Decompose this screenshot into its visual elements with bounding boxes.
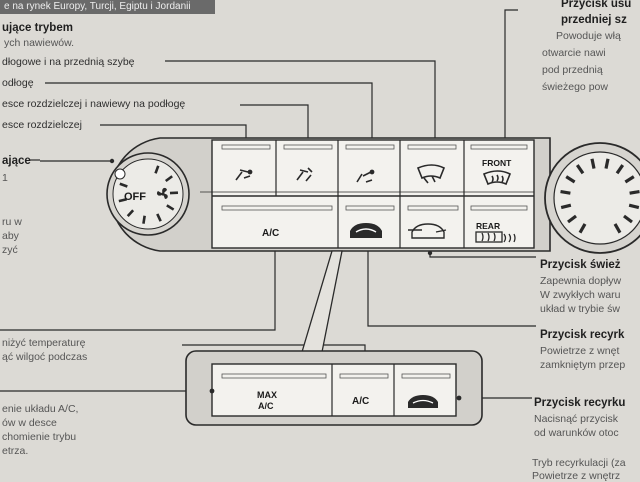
max-ac-label-line2[interactable]: A/C — [258, 401, 274, 411]
knob-tick — [630, 192, 640, 194]
inset-pointer — [302, 251, 342, 352]
knob-tick — [592, 159, 594, 169]
inset-ac-label[interactable]: A/C — [352, 396, 369, 407]
knob-tick — [561, 192, 571, 194]
front-label: FRONT — [482, 158, 512, 168]
max-ac-label-line1[interactable]: MAX — [257, 390, 277, 400]
knob-tick — [606, 159, 608, 169]
knob-tick — [143, 216, 144, 224]
temperature-knob-left[interactable]: OFF — [107, 153, 189, 235]
rear-label: REAR — [476, 221, 500, 231]
temperature-knob-right[interactable] — [545, 143, 640, 253]
inset-panel — [186, 351, 482, 425]
ac-button-label[interactable]: A/C — [262, 228, 279, 239]
off-label: OFF — [124, 191, 146, 203]
